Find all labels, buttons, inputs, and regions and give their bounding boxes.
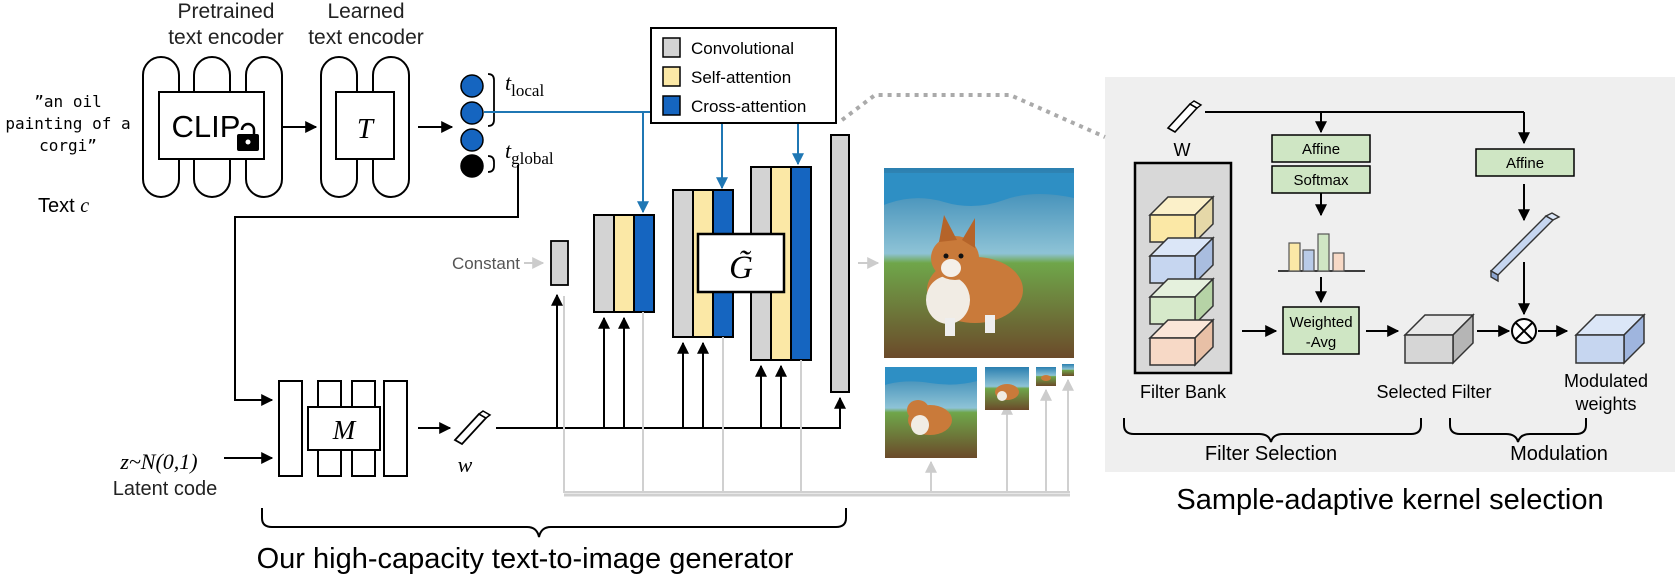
text-c-caption: Text c: [38, 195, 89, 217]
gen-block-1: [593, 214, 655, 313]
kernel-w-lines: [1205, 111, 1530, 145]
prompt-line-1: ”an oil: [34, 92, 101, 111]
style-injection-lines: [496, 293, 846, 429]
filter-bank-stack: [1148, 195, 1215, 367]
generated-image-small: [985, 367, 1029, 410]
filter-selection-brace: [1123, 418, 1422, 443]
latent-caption: Latent code: [113, 478, 218, 500]
g-tilde-label: G̃: [729, 248, 753, 286]
prompt-text: ”an oil painting of a corgi”: [5, 92, 130, 155]
dotted-zoom-connector: [840, 93, 1106, 139]
text-tokens: [460, 74, 484, 178]
selected-filter-cube: [1403, 313, 1475, 365]
lock-icon: [237, 122, 259, 151]
legend-swatch-cross: [662, 95, 681, 116]
generator-title: Our high-capacity text-to-image generato…: [257, 543, 794, 575]
legend-swatch-conv: [662, 37, 681, 58]
t-encoder: [320, 56, 410, 198]
affine-label-2: Affine: [1506, 155, 1544, 172]
learned-label-1: Learned: [327, 0, 404, 23]
modulation-label: Modulation: [1510, 443, 1608, 465]
style-vector-icon: [1489, 212, 1561, 283]
kernel-w-label: W: [1174, 140, 1191, 160]
legend-label-self: Self-attention: [691, 68, 791, 87]
legend-label-cross: Cross-attention: [691, 97, 806, 116]
g-tilde-box: [696, 232, 786, 294]
affine-box-1: [1271, 134, 1371, 163]
mapping-network: [278, 380, 408, 477]
generated-image-xxsmall: [1062, 364, 1074, 376]
pretrained-label-1: Pretrained: [178, 0, 275, 23]
legend: Convolutional Self-attention Cross-atten…: [650, 27, 837, 124]
mapping-label: M: [332, 415, 357, 445]
selected-filter-label: Selected Filter: [1376, 382, 1491, 402]
generated-image-xsmall: [1036, 367, 1056, 386]
filter-selection-label: Filter Selection: [1205, 443, 1337, 465]
weighted-avg-label-2: -Avg: [1306, 334, 1337, 351]
learned-label-2: text encoder: [308, 26, 424, 49]
t-local-brace: [487, 73, 495, 127]
affine-box-2: [1475, 148, 1575, 177]
latent-equation: z~N(0,1): [119, 449, 197, 474]
modulated-weights-cube: [1574, 313, 1646, 365]
legend-swatch-self: [662, 66, 681, 87]
weighted-avg-box: [1282, 306, 1360, 355]
softmax-histogram: [1278, 233, 1365, 272]
clip-encoder: [142, 56, 283, 198]
prompt-line-3: corgi”: [39, 136, 97, 155]
final-conv-block: [830, 134, 850, 393]
t-label: T: [357, 113, 375, 145]
generated-image-medium: [885, 367, 977, 458]
arrow-tglobal-to-mapping: [234, 165, 519, 406]
pretrained-label-2: text encoder: [168, 26, 284, 49]
modulation-brace: [1449, 418, 1587, 443]
modulated-label-2: weights: [1574, 394, 1636, 414]
t-local-label: tlocal: [505, 70, 544, 100]
modulated-label-1: Modulated: [1564, 371, 1648, 391]
softmax-label: Softmax: [1293, 172, 1349, 189]
filter-bank-label: Filter Bank: [1140, 382, 1227, 402]
legend-label-conv: Convolutional: [691, 39, 794, 58]
prompt-line-2: painting of a: [5, 114, 130, 133]
softmax-box: [1271, 165, 1371, 194]
multiscale-output-lines: [563, 296, 1074, 497]
constant-block: [550, 240, 569, 286]
w-vector-icon: [453, 410, 492, 446]
clip-label: CLIP: [172, 109, 241, 144]
affine-label-1: Affine: [1302, 141, 1340, 158]
generated-image-large: [884, 168, 1074, 358]
kernel-title: Sample-adaptive kernel selection: [1176, 484, 1603, 516]
t-global-label: tglobal: [505, 138, 554, 168]
t-global-brace: [487, 155, 495, 173]
weighted-avg-label-1: Weighted: [1289, 314, 1352, 331]
constant-label: Constant: [452, 254, 520, 273]
multiply-icon: [1511, 318, 1537, 344]
kernel-w-icon: [1166, 100, 1203, 134]
w-label: w: [458, 452, 473, 477]
generator-brace: [261, 508, 847, 538]
